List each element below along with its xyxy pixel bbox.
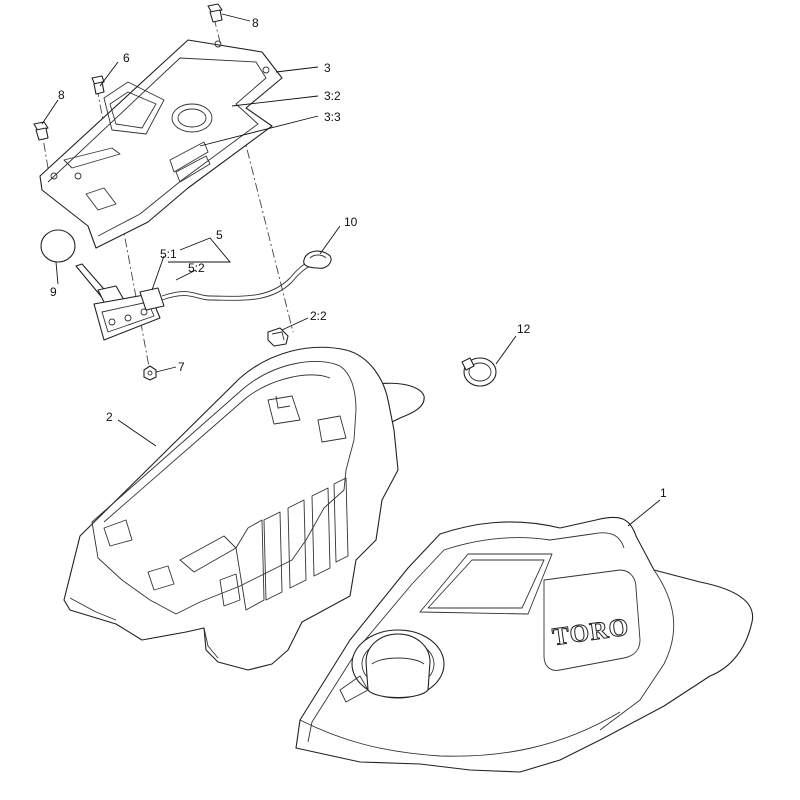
callout-3-2: 3:2 xyxy=(324,89,341,103)
callout-7: 7 xyxy=(178,360,185,374)
choke-decal-recess xyxy=(169,141,209,173)
bolt-8-top xyxy=(207,3,223,23)
callout-10: 10 xyxy=(344,215,358,229)
fuel-cap xyxy=(365,633,431,698)
leader-lines xyxy=(41,13,661,527)
clip-nut-2-2 xyxy=(267,327,289,347)
screw-6 xyxy=(91,75,105,95)
callout-2-2: 2:2 xyxy=(310,309,327,323)
callout-3: 3 xyxy=(324,61,331,75)
callout-labels: 8 3 3:2 3:3 6 8 9 5 5:1 5:2 10 2:2 7 12 … xyxy=(50,16,667,500)
callout-5-1: 5:1 xyxy=(160,247,177,261)
throttle-bracket xyxy=(93,293,161,341)
nut-7 xyxy=(143,365,157,381)
display-window-cutout xyxy=(103,81,165,135)
callout-9: 9 xyxy=(50,285,57,299)
callout-8-left: 8 xyxy=(58,88,65,102)
callout-3-3: 3:3 xyxy=(324,110,341,124)
callout-5-2: 5:2 xyxy=(188,261,205,275)
throttle-control-5 xyxy=(75,260,321,341)
logo-panel xyxy=(543,569,641,671)
callout-12: 12 xyxy=(517,322,531,336)
control-panel-plate xyxy=(39,39,283,249)
key-switch-hole xyxy=(171,103,213,133)
upper-cover-1: TORO xyxy=(295,516,754,773)
callout-6: 6 xyxy=(123,51,130,65)
callout-2: 2 xyxy=(106,410,113,424)
bolt-8-left xyxy=(33,121,49,141)
throttle-knob-9 xyxy=(40,229,76,263)
lower-housing-2 xyxy=(63,346,425,671)
callout-5: 5 xyxy=(216,228,223,242)
cable-clip-10 xyxy=(303,250,332,269)
grommet-12 xyxy=(461,357,497,387)
callout-1: 1 xyxy=(660,486,667,500)
top-window xyxy=(419,553,553,615)
throttle-slot xyxy=(63,147,121,169)
throttle-cable-5-2 xyxy=(161,260,319,297)
callout-8-top: 8 xyxy=(252,16,259,30)
